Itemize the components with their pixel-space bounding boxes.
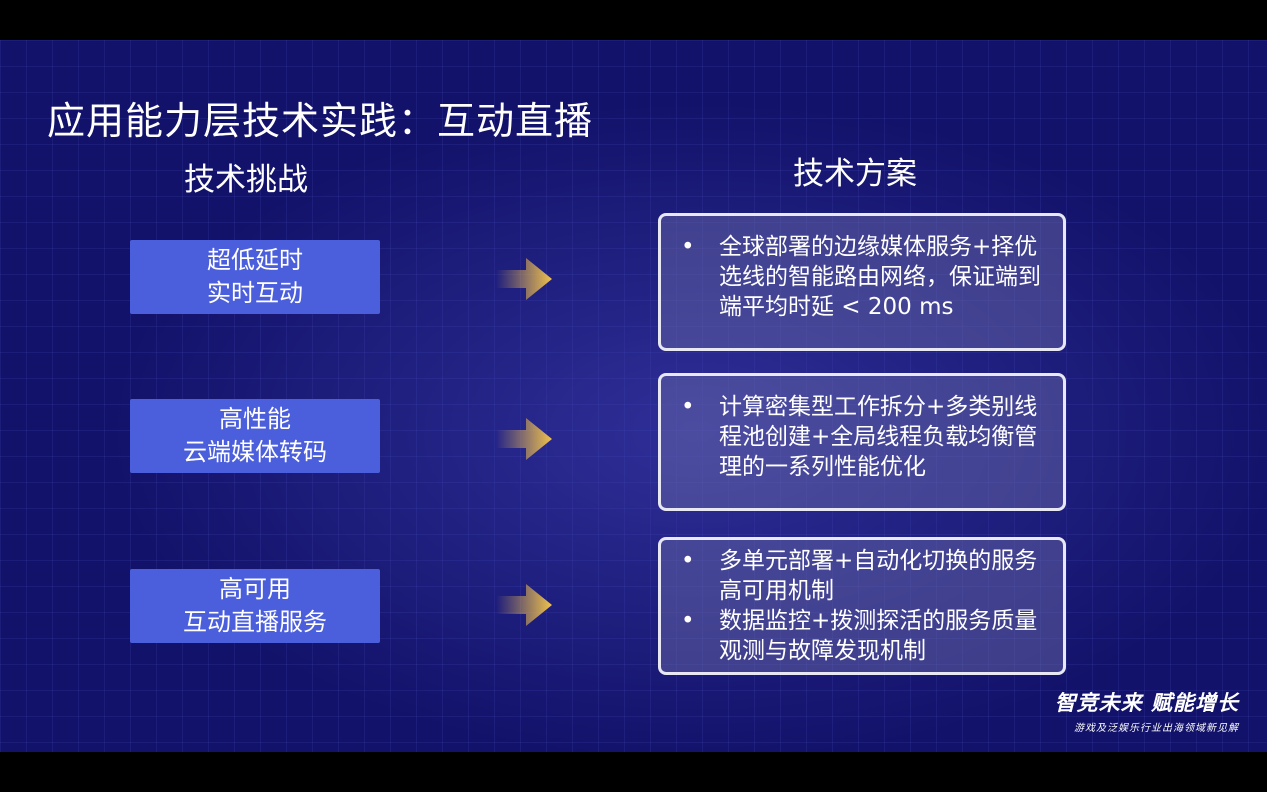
slide-title: 应用能力层技术实践：互动直播 [47, 99, 594, 143]
challenge-box-availability: 高可用 互动直播服务 [130, 569, 380, 643]
solution-text: 全球部署的边缘媒体服务+择优选线的智能路由网络，保证端到端平均时延 < 200 … [719, 234, 1041, 320]
challenge-box-latency: 超低延时 实时互动 [130, 240, 380, 314]
solution-bullet: • 数据监控+拨测探活的服务质量观测与故障发现机制 [681, 606, 1047, 666]
bullet-icon: • [681, 394, 695, 420]
solution-text: 多单元部署+自动化切换的服务高可用机制 [719, 548, 1038, 604]
challenges-header: 技术挑战 [184, 162, 308, 198]
challenge-line: 互动直播服务 [183, 608, 327, 636]
challenge-line: 云端媒体转码 [183, 438, 327, 466]
challenge-line: 实时互动 [207, 279, 303, 307]
brand-subtitle: 游戏及泛娱乐行业出海领域新见解 [1074, 723, 1239, 734]
bullet-icon: • [681, 234, 695, 260]
solution-bullet: • 计算密集型工作拆分+多类别线程池创建+全局线程负载均衡管理的一系列性能优化 [681, 392, 1047, 482]
challenge-line: 高可用 [219, 575, 291, 603]
challenge-line: 超低延时 [207, 246, 303, 274]
arrow-right-icon [496, 584, 552, 626]
arrow-right-icon [496, 258, 552, 300]
solutions-header: 技术方案 [793, 156, 917, 192]
solution-bullet: • 多单元部署+自动化切换的服务高可用机制 [681, 546, 1047, 606]
solution-box-availability: • 多单元部署+自动化切换的服务高可用机制 • 数据监控+拨测探活的服务质量观测… [658, 537, 1066, 675]
bullet-icon: • [681, 548, 695, 574]
challenge-line: 高性能 [219, 405, 291, 433]
solution-text: 计算密集型工作拆分+多类别线程池创建+全局线程负载均衡管理的一系列性能优化 [719, 394, 1038, 480]
solution-box-transcoding: • 计算密集型工作拆分+多类别线程池创建+全局线程负载均衡管理的一系列性能优化 [658, 373, 1066, 511]
solution-box-latency: • 全球部署的边缘媒体服务+择优选线的智能路由网络，保证端到端平均时延 < 20… [658, 213, 1066, 351]
solution-text: 数据监控+拨测探活的服务质量观测与故障发现机制 [719, 608, 1038, 664]
brand-slogan: 智竞未来 赋能增长 [1054, 691, 1239, 715]
solution-bullet: • 全球部署的边缘媒体服务+择优选线的智能路由网络，保证端到端平均时延 < 20… [681, 232, 1047, 322]
arrow-right-icon [496, 418, 552, 460]
bullet-icon: • [681, 608, 695, 634]
challenge-box-transcoding: 高性能 云端媒体转码 [130, 399, 380, 473]
brand-logo: 智竞未来 赋能增长 游戏及泛娱乐行业出海领域新见解 [1055, 687, 1239, 734]
presentation-slide: 应用能力层技术实践：互动直播 技术挑战 技术方案 超低延时 实时互动 • 全球部… [0, 40, 1267, 752]
